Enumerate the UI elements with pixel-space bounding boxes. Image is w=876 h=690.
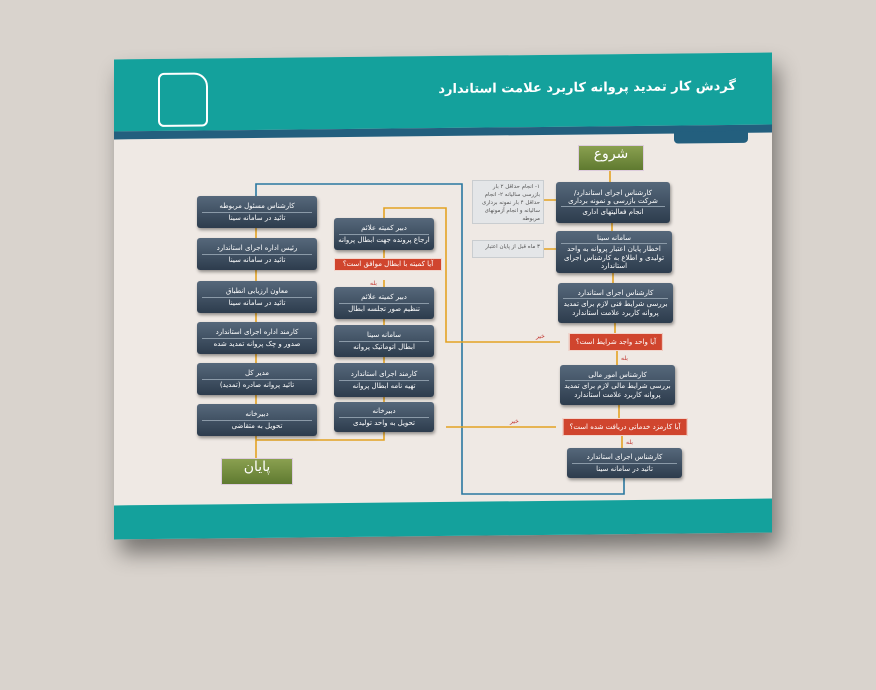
no-label: خیر [536, 333, 545, 340]
no-line-1 [383, 207, 560, 343]
decision-committee: آیا کمیته با ابطال موافق است؟ [334, 258, 442, 271]
decision-fee: آیا کارمزد خدماتی دریافت شده است؟ [562, 418, 688, 436]
start-terminal: شروع [578, 145, 644, 171]
yes-label: بله [370, 280, 377, 287]
end-terminal: پایان [221, 458, 293, 485]
flow-line-right [609, 170, 623, 448]
note-timing: ۳ ماه قبل از پایان اعتبار [472, 240, 544, 258]
flow-line-middle [256, 250, 385, 441]
note-links [544, 199, 556, 250]
decision-eligible: آیا واحد واجد شرایط است؟ [568, 333, 664, 351]
note-inspection: ۱- انجام حداقل ۲ بار بازرسی سالیانه ۲- ا… [472, 180, 544, 224]
yes-label: بله [626, 439, 633, 446]
return-line-blue [255, 183, 625, 495]
step-box: کارشناس اجرای استاندارد/ شرکت بازرسی و ن… [556, 182, 670, 223]
yes-label: بله [621, 355, 628, 362]
no-label: خیر [510, 418, 519, 425]
